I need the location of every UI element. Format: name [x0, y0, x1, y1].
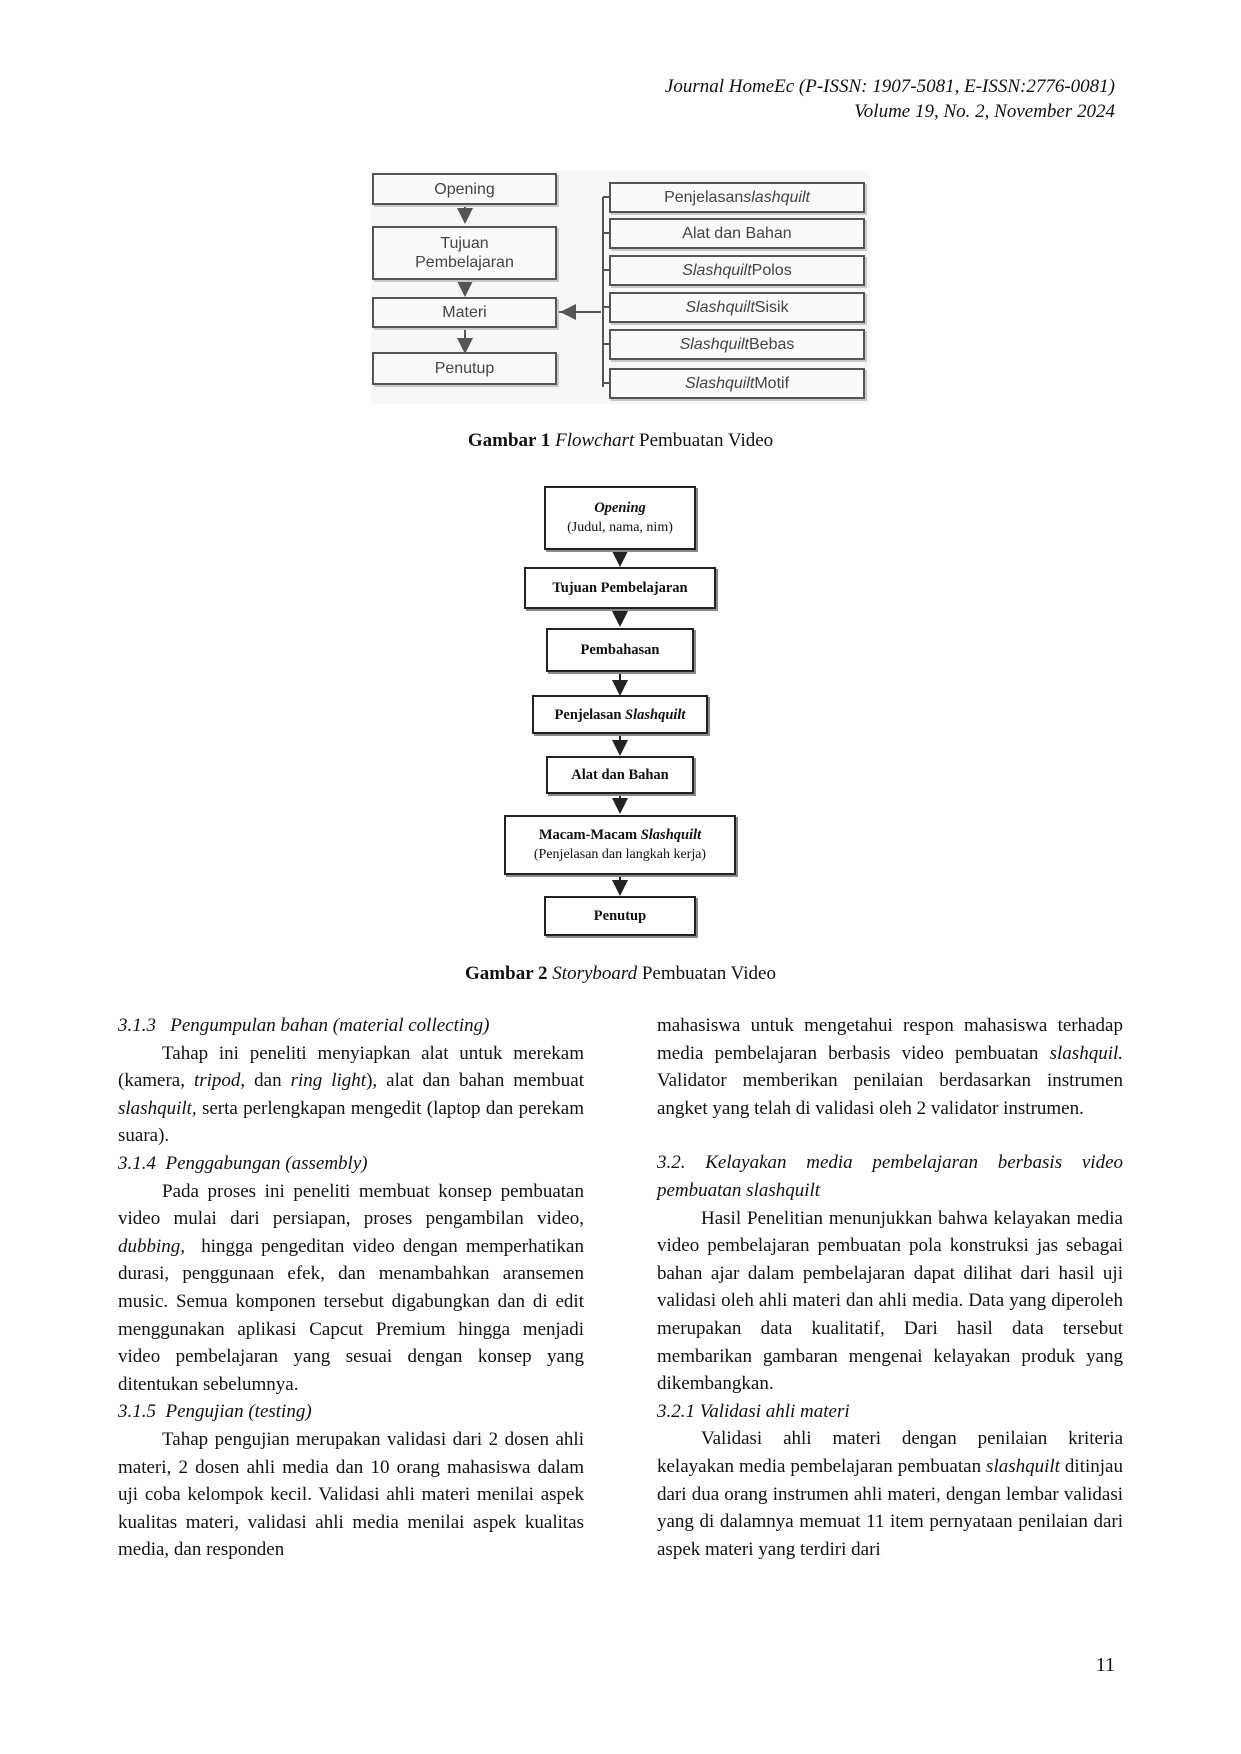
heading-3-1-4: 3.1.4 Penggabungan (assembly) [118, 1152, 368, 1174]
heading-3-1-3: 3.1.3 Pengumpulan bahan (material collec… [118, 1015, 490, 1036]
paragraph-3-1-3: Tahap ini peneliti menyiapkan alat untuk… [118, 1042, 585, 1147]
figure-1-caption: Gambar 1 Flowchart Pembuatan Video [467, 430, 774, 451]
paragraph-3-1-4: Pada proses ini peneliti membuat konsep … [118, 1180, 589, 1395]
storyboard-macam: Macam-Macam Slashquilt (Penjelasan dan l… [504, 815, 736, 875]
storyboard-penjelasan: Penjelasan Slashquilt [532, 695, 708, 734]
journal-header: Journal HomeEc (P-ISSN: 1907-5081, E-ISS… [665, 74, 1115, 124]
page-number: 11 [1095, 1654, 1115, 1676]
paragraph-continued: mahasiswa untuk mengetahui respon mahasi… [657, 1015, 1123, 1119]
paragraph-3-2: Hasil Penelitian menunjukkan bahwa kelay… [657, 1207, 1123, 1395]
flow-step-penutup: Penutup [372, 352, 557, 385]
flow-step-opening: Opening [372, 173, 557, 205]
flow-item-motif: Slashquilt Motif [609, 368, 865, 399]
flow-step-materi: Materi [372, 297, 557, 328]
storyboard-pembahasan: Pembahasan [546, 628, 694, 672]
storyboard-arrows [612, 551, 628, 896]
right-column: mahasiswa untuk mengetahui respon mahasi… [657, 1012, 1123, 1563]
figure-2-caption: Gambar 2 Storyboard Pembuatan Video [465, 963, 776, 984]
flow-item-alat-bahan: Alat dan Bahan [609, 218, 865, 249]
storyboard-tujuan: Tujuan Pembelajaran [524, 567, 716, 609]
storyboard-alat-bahan: Alat dan Bahan [546, 756, 694, 794]
journal-volume-line: Volume 19, No. 2, November 2024 [854, 101, 1115, 122]
heading-3-2: 3.2. Kelayakan media pembelajaran berbas… [657, 1152, 1123, 1201]
flow-item-sisik: Slashquilt Sisik [609, 292, 865, 323]
figure-2-storyboard: Opening (Judul, nama, nim) Tujuan Pembel… [500, 486, 740, 941]
flow-item-penjelasan: Penjelasan slashquilt [609, 182, 865, 213]
heading-3-1-5: 3.1.5 Pengujian (testing) [118, 1401, 312, 1423]
storyboard-opening: Opening (Judul, nama, nim) [544, 486, 696, 550]
left-column: 3.1.3 Pengumpulan bahan (material collec… [118, 1012, 584, 1564]
paragraph-3-2-1: Validasi ahli materi dengan penilaian kr… [657, 1428, 1123, 1560]
flow-item-bebas: Slashquilt Bebas [609, 329, 865, 360]
flowchart-connectors [457, 196, 609, 387]
figure-1-flowchart: Opening Tujuan Pembelajaran Materi Penut… [371, 171, 870, 404]
paragraph-3-1-5: Tahap pengujian merupakan validasi dari … [118, 1428, 584, 1561]
flow-step-tujuan: Tujuan Pembelajaran [372, 226, 557, 280]
flow-item-polos: Slashquilt Polos [609, 255, 865, 286]
journal-title-line: Journal HomeEc (P-ISSN: 1907-5081, E-ISS… [664, 76, 1115, 97]
heading-3-2-1: 3.2.1 Validasi ahli materi [657, 1400, 850, 1422]
storyboard-penutup: Penutup [544, 896, 696, 936]
